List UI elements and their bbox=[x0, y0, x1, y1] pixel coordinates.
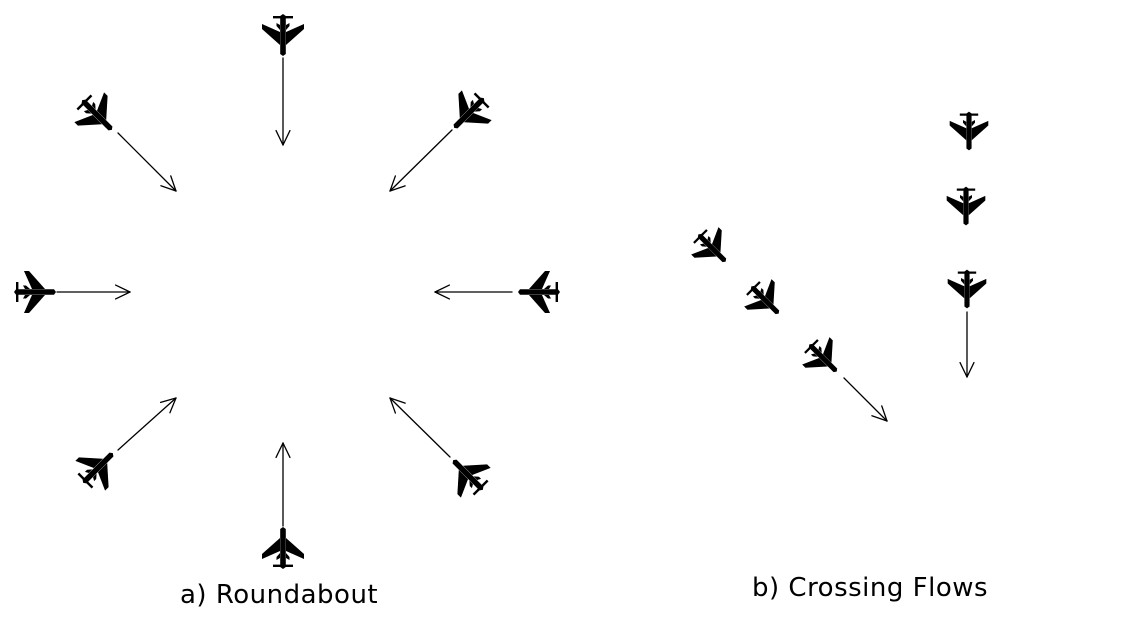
roundabout-caption: a) Roundabout bbox=[180, 580, 379, 610]
roundabout-panel bbox=[14, 14, 560, 569]
heading-arrow bbox=[275, 57, 291, 146]
heading-arrow bbox=[843, 377, 888, 422]
airplane-icon bbox=[68, 438, 128, 498]
airplane-icon bbox=[684, 220, 740, 276]
airplane-icon bbox=[949, 111, 989, 151]
airplane-icon bbox=[67, 85, 127, 145]
airplane-icon bbox=[946, 186, 986, 226]
airplane-icon bbox=[795, 330, 851, 386]
heading-arrow bbox=[117, 397, 177, 451]
airplane-icon bbox=[518, 271, 560, 313]
heading-arrow bbox=[434, 284, 513, 300]
crossing-flows-caption: b) Crossing Flows bbox=[752, 573, 989, 603]
heading-arrow bbox=[389, 129, 453, 192]
airplane-icon bbox=[262, 14, 304, 56]
heading-arrow bbox=[56, 284, 131, 300]
airplane-icon bbox=[947, 269, 987, 309]
crossing-flows-panel bbox=[684, 111, 989, 422]
airplane-icon bbox=[14, 271, 56, 313]
airplane-icon bbox=[262, 527, 304, 569]
heading-arrow bbox=[117, 132, 177, 192]
airplane-icon bbox=[737, 272, 793, 328]
heading-arrow bbox=[959, 311, 975, 378]
heading-arrow bbox=[275, 442, 291, 527]
heading-arrow bbox=[389, 397, 451, 458]
